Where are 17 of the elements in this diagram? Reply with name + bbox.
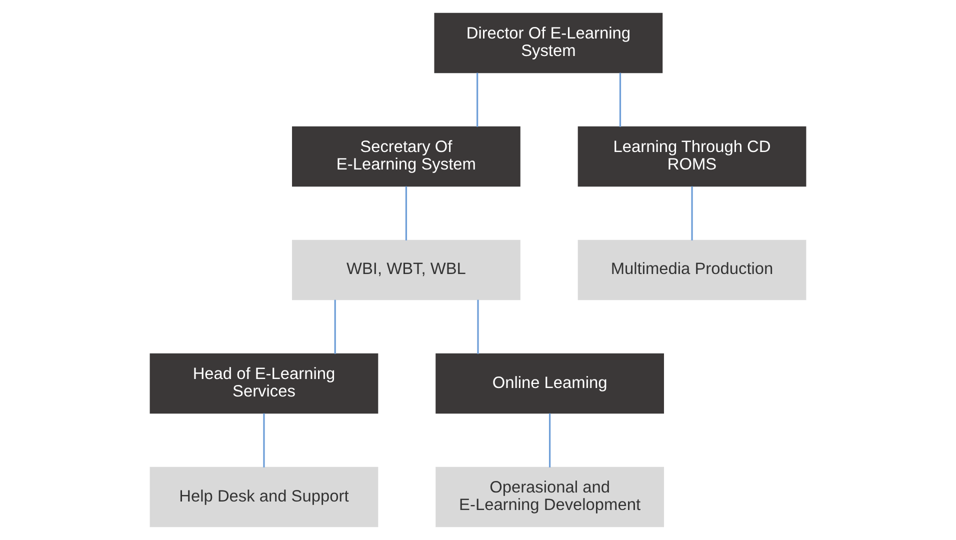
node-box: Learning Through CD ROMS [578, 126, 806, 187]
node-box: Head of E-Learning Services [150, 353, 378, 414]
node-box: Operasional and E-Learning Development [436, 466, 664, 528]
node-box: Director Of E-Learning System [434, 12, 663, 74]
connector [405, 186, 408, 240]
node-box: Online Leaming [436, 353, 664, 414]
connector [334, 300, 336, 354]
node-box: WBI, WBT, WBL [292, 240, 520, 300]
connector [477, 300, 479, 354]
node-box: Help Desk and Support [150, 466, 378, 528]
connector [476, 72, 478, 127]
node-box: Secretary Of E-Learning System [292, 126, 520, 187]
connector [619, 72, 622, 127]
connector [691, 186, 693, 240]
node-box: Multimedia Production [578, 240, 806, 300]
connector [263, 413, 265, 468]
connector [548, 413, 551, 468]
